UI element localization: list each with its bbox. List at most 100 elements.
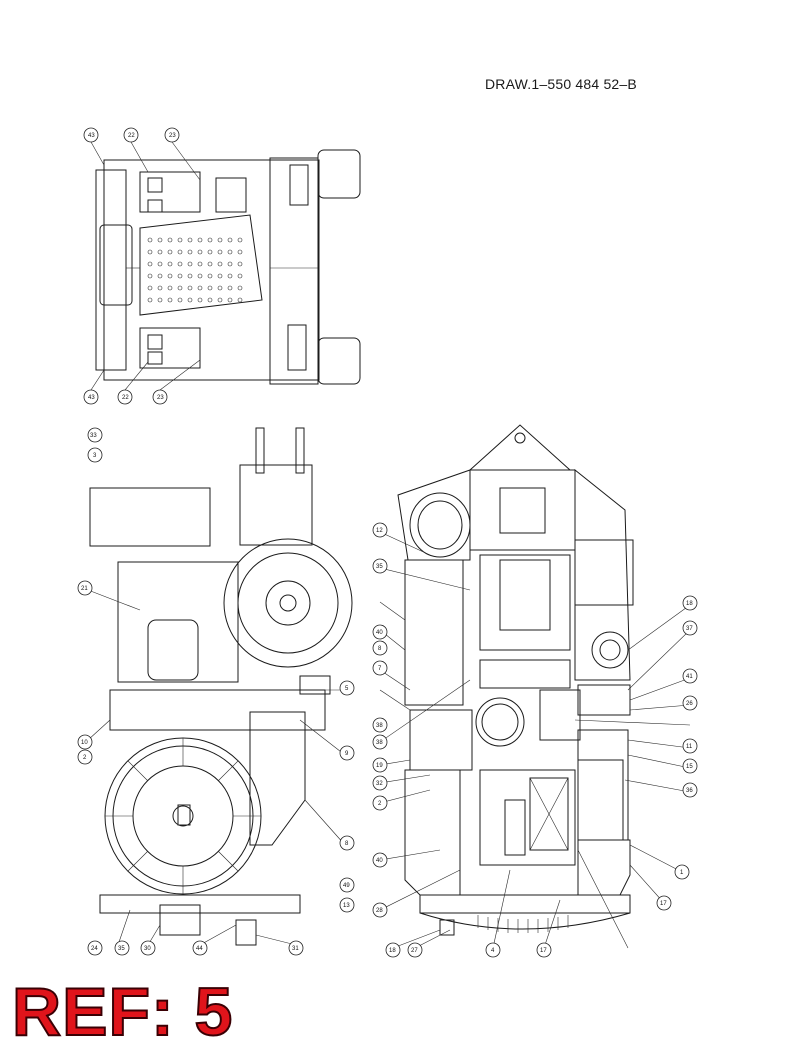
callout-label: 22	[128, 133, 135, 139]
callout-label: 37	[686, 626, 693, 632]
callout-bubble: 11	[682, 738, 698, 754]
callout-bubble: 5	[339, 680, 355, 696]
callout-bubble: 13	[339, 897, 355, 913]
callout-label: 17	[540, 948, 547, 954]
callout-label: 17	[660, 901, 667, 907]
callout-bubble: 31	[288, 940, 304, 956]
callout-label: 35	[118, 946, 125, 952]
callout-bubble: 36	[682, 782, 698, 798]
callout-bubble: 3	[87, 447, 103, 463]
callout-label: 35	[376, 564, 383, 570]
callout-bubble: 18	[682, 595, 698, 611]
callout-label: 27	[411, 948, 418, 954]
callout-label: 18	[686, 601, 693, 607]
callout-bubble: 8	[372, 640, 388, 656]
callout-bubble: 33	[87, 427, 103, 443]
callout-bubble: 17	[536, 942, 552, 958]
callout-bubble: 30	[140, 940, 156, 956]
callout-label: 9	[345, 751, 349, 757]
callout-bubble: 8	[339, 835, 355, 851]
callout-label: 1	[680, 870, 684, 876]
callout-label: 40	[376, 858, 383, 864]
callout-bubble: 21	[77, 580, 93, 596]
top-view-leaders	[90, 141, 201, 391]
top-view-perforation	[147, 237, 243, 303]
callout-bubble: 43	[83, 127, 99, 143]
callout-bubble: 44	[192, 940, 208, 956]
callout-bubble: 35	[114, 940, 130, 956]
callout-bubble: 18	[385, 942, 401, 958]
callout-label: 44	[196, 946, 203, 952]
rear-view-callouts: 12 35 40 8 7 38 38 19 32 2 40 28 18 27 4…	[372, 522, 698, 958]
callout-bubble: 10	[77, 734, 93, 750]
callout-label: 36	[686, 788, 693, 794]
callout-bubble: 40	[372, 624, 388, 640]
callout-label: 24	[91, 946, 98, 952]
callout-bubble: 26	[682, 695, 698, 711]
callout-bubble: 2	[372, 795, 388, 811]
callout-label: 38	[376, 723, 383, 729]
callout-bubble: 22	[117, 389, 133, 405]
callout-label: 12	[376, 528, 383, 534]
callout-label: 10	[81, 740, 88, 746]
callout-bubble: 7	[372, 660, 388, 676]
callout-bubble: 23	[164, 127, 180, 143]
callout-bubble: 1	[674, 864, 690, 880]
callout-label: 15	[686, 764, 693, 770]
callout-label: 32	[376, 781, 383, 787]
callout-bubble: 38	[372, 717, 388, 733]
callout-bubble: 27	[407, 942, 423, 958]
callout-bubble: 22	[123, 127, 139, 143]
callout-label: 49	[343, 883, 350, 889]
callout-label: 40	[376, 630, 383, 636]
callout-bubble: 12	[372, 522, 388, 538]
callout-label: 23	[169, 133, 176, 139]
callout-label: 8	[345, 841, 349, 847]
callout-bubble: 19	[372, 757, 388, 773]
callout-bubble: 17	[656, 895, 672, 911]
rear-view-leaders	[379, 531, 691, 949]
callout-bubble: 23	[152, 389, 168, 405]
callout-label: 22	[122, 395, 129, 401]
callout-bubble: 15	[682, 758, 698, 774]
callout-label: 43	[88, 133, 95, 139]
callout-label: 41	[686, 674, 693, 680]
callout-bubble: 28	[372, 902, 388, 918]
callout-bubble: 32	[372, 775, 388, 791]
callout-label: 13	[343, 903, 350, 909]
drawing-number: DRAW.1–550 484 52–B	[485, 76, 637, 92]
rear-view-frame	[397, 424, 634, 936]
callout-bubble: 37	[682, 620, 698, 636]
callout-label: 43	[88, 395, 95, 401]
callout-bubble: 9	[339, 745, 355, 761]
callout-label: 2	[378, 801, 382, 807]
callout-label: 2	[83, 755, 87, 761]
callout-label: 4	[491, 948, 495, 954]
side-view-callouts: 3 33 21 10 2 5 9 8 49 13 35 30 44 31 24	[77, 427, 355, 956]
callout-bubble: 4	[485, 942, 501, 958]
callout-label: 33	[90, 433, 97, 439]
callout-label: 19	[376, 763, 383, 769]
ref-label: REF: 5	[11, 974, 234, 1050]
callout-bubble: 43	[83, 389, 99, 405]
callout-label: 21	[81, 586, 88, 592]
callout-label: 26	[686, 701, 693, 707]
callout-bubble: 2	[77, 749, 93, 765]
side-view-frame	[89, 427, 353, 946]
callout-label: 3	[93, 453, 97, 459]
callout-bubble: 41	[682, 668, 698, 684]
callout-label: 28	[376, 908, 383, 914]
callout-bubble: 40	[372, 852, 388, 868]
callout-label: 31	[292, 946, 299, 952]
callout-label: 30	[144, 946, 151, 952]
callout-label: 11	[686, 744, 693, 750]
top-view-callouts: 43 22 23 43 22 23	[83, 127, 180, 405]
top-view-frame	[95, 149, 361, 385]
callout-bubble: 49	[339, 877, 355, 893]
callout-label: 18	[389, 948, 396, 954]
callout-label: 23	[157, 395, 164, 401]
callout-label: 5	[345, 686, 349, 692]
